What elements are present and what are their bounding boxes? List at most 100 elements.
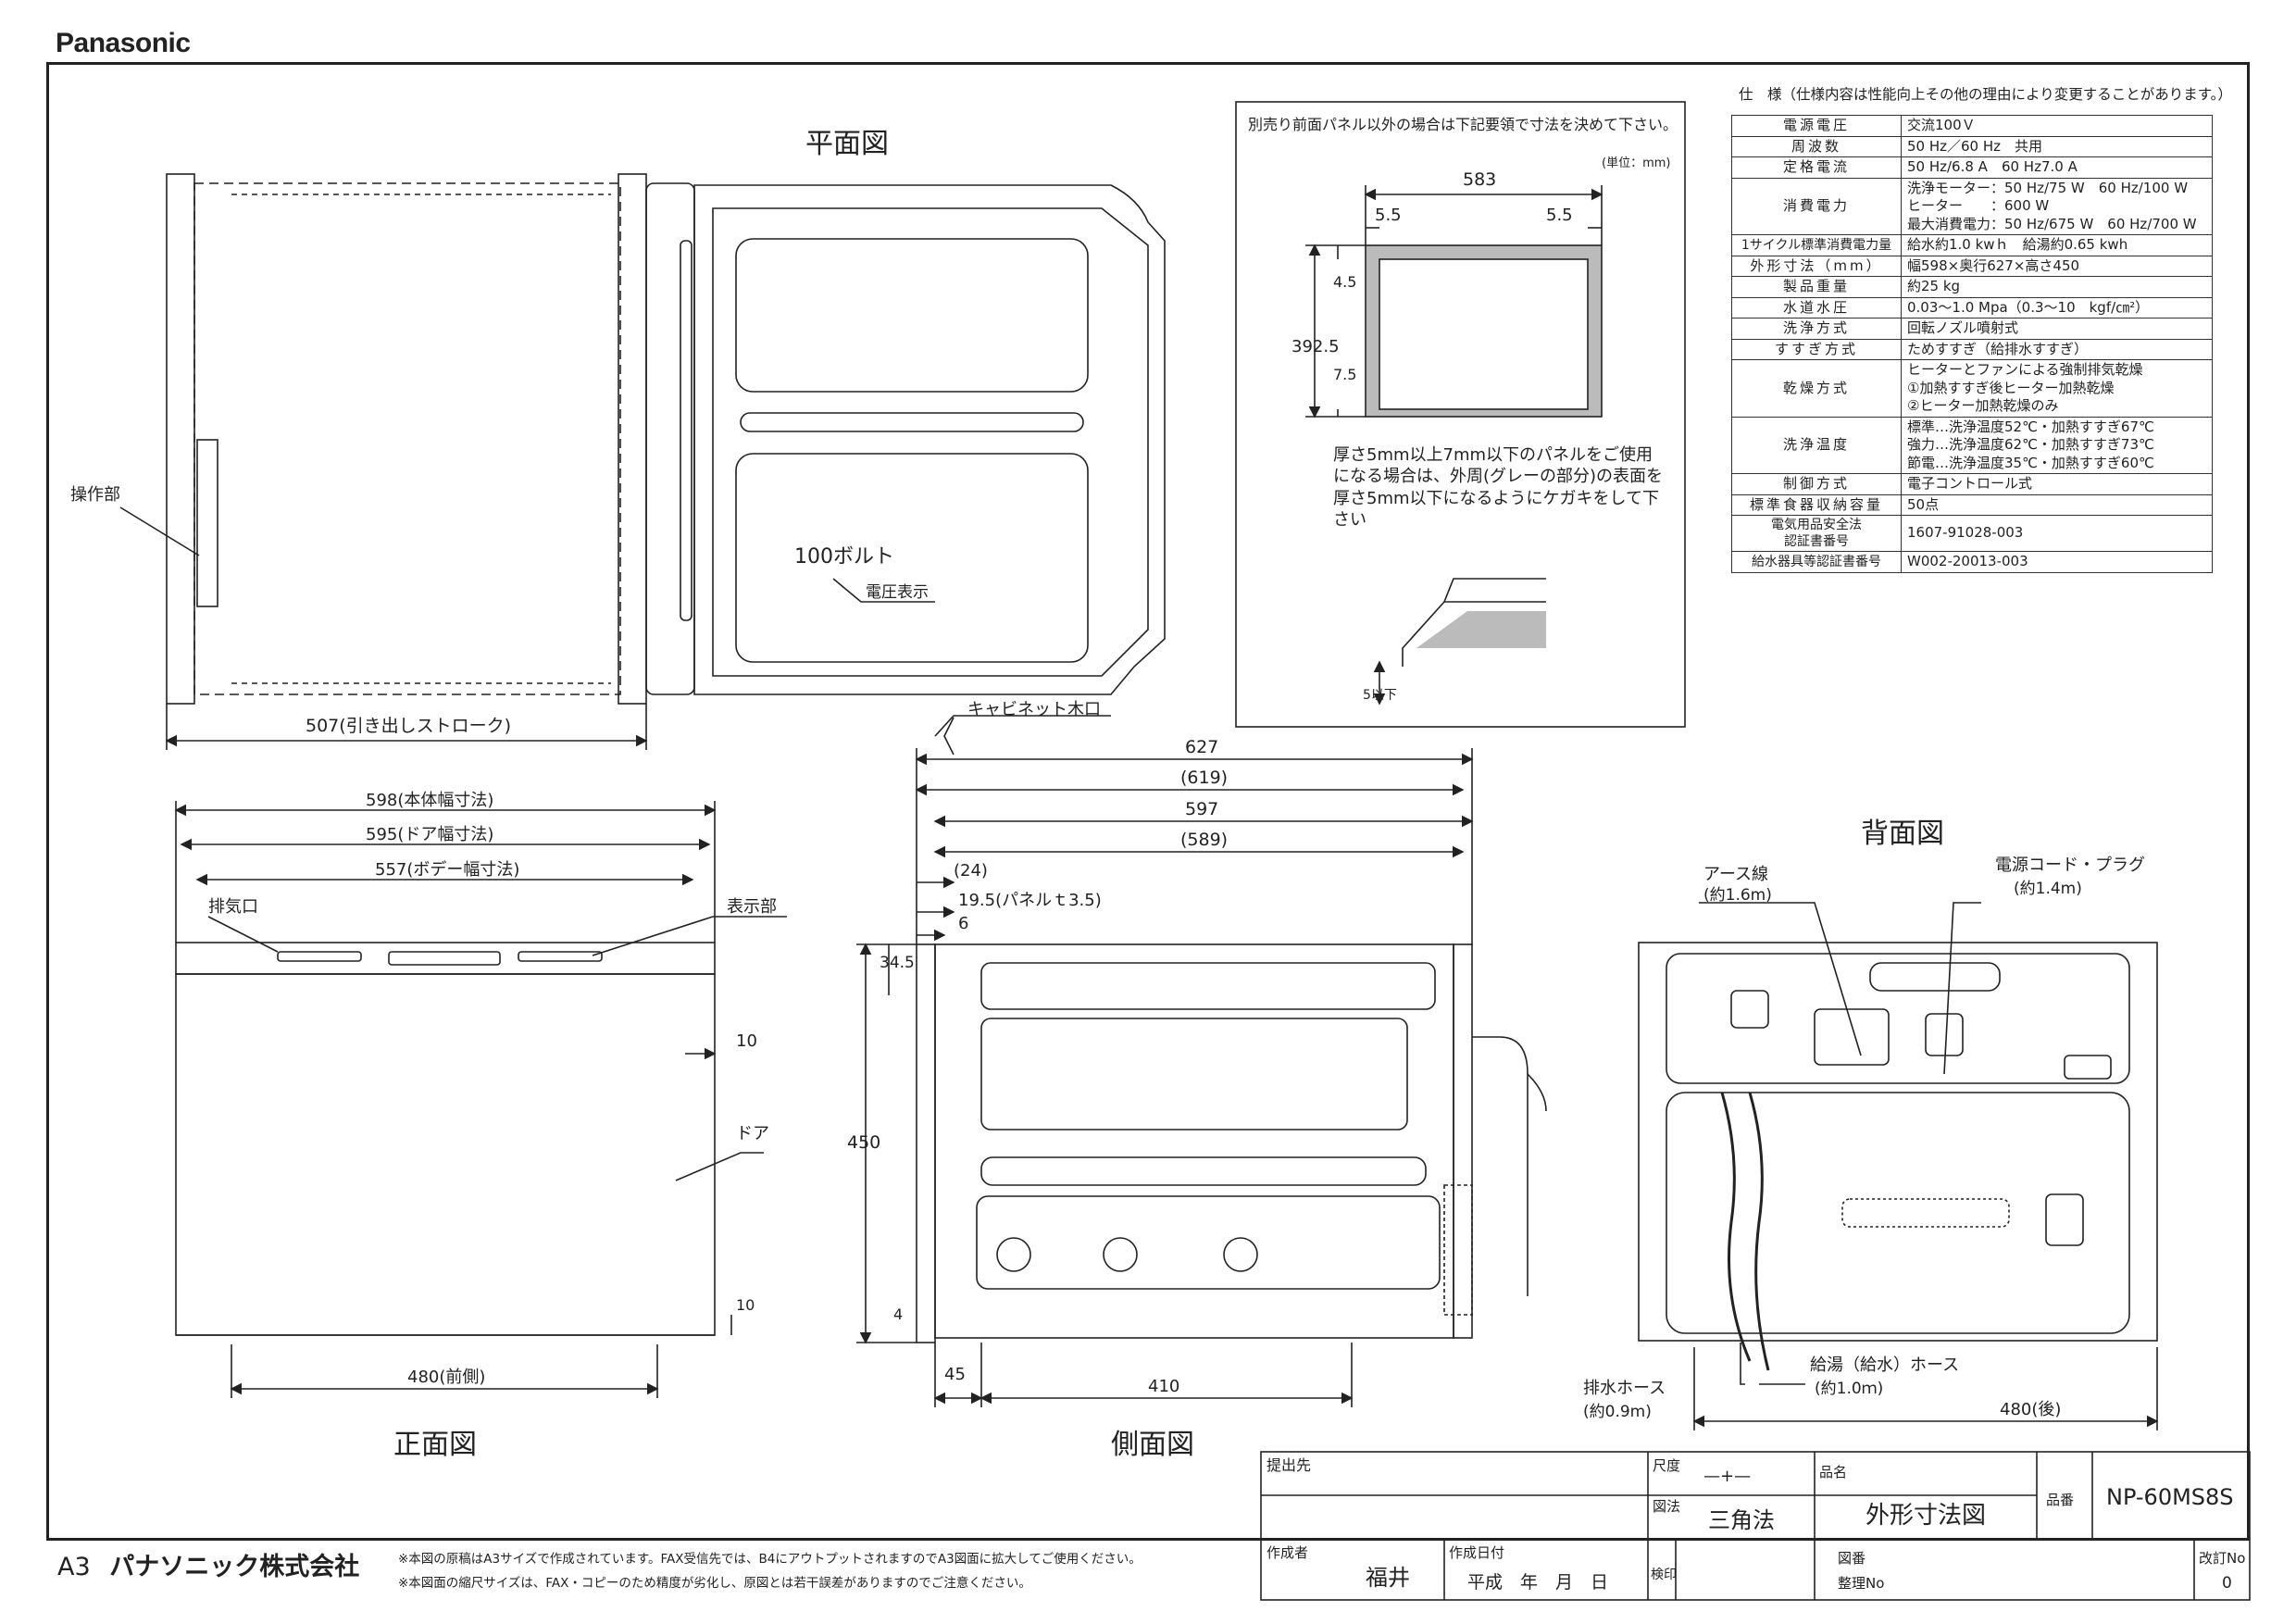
front-door	[175, 973, 716, 1336]
tb-name-label: 品名	[1819, 1464, 1847, 1480]
label-supply-len: (約1.0ｍ)	[1815, 1380, 1883, 1398]
label-supply: 給湯（給水）ホース	[1810, 1355, 1959, 1375]
panel-title: 別売り前面パネル以外の場合は下記要領で寸法を決めて下さい。	[1248, 116, 1678, 133]
label-earth-len: (約1.6m)	[1703, 886, 1772, 905]
spec-key: 消費電力	[1731, 177, 1902, 235]
view-title-back: 背面図	[1861, 818, 1944, 850]
plan-upper-rack	[735, 238, 1089, 393]
spec-value: 電子コントロール式	[1901, 473, 2213, 495]
dim-4: 4	[893, 1305, 903, 1323]
side-pump-area	[976, 1195, 1441, 1290]
spec-row: 外形寸法（mm）幅598×奥行627×高さ450	[1731, 255, 2213, 277]
dim-24: (24)	[954, 861, 988, 881]
spec-value: 50点	[1901, 493, 2213, 516]
plan-rail	[645, 182, 695, 695]
dim-45: 45	[944, 1365, 966, 1384]
spec-value: ためすすぎ（給排水すすぎ）	[1901, 338, 2213, 360]
spec-key: 洗浄温度	[1731, 416, 1902, 474]
panel-instruction-box	[1235, 101, 1686, 728]
spec-value: 給水約1.0 kwｈ 給湯約0.65 kwh	[1901, 234, 2213, 256]
tb-creator: 福井	[1366, 1565, 1410, 1591]
dim-10: 10	[736, 1031, 757, 1051]
label-door: ドア	[736, 1124, 769, 1143]
view-title-front: 正面図	[393, 1429, 477, 1461]
spec-key: 電源電圧	[1731, 115, 1902, 137]
brand-logo: Panasonic	[56, 28, 191, 58]
dim-6: 6	[958, 914, 968, 933]
panel-note: 厚さ5mm以上7mm以下のパネルをご使用になる場合は、外周(グレーの部分)の表面…	[1333, 445, 1664, 531]
spec-key: すすぎ方式	[1731, 338, 1902, 360]
dim-body-w2: 557(ボデー幅寸法)	[375, 860, 519, 880]
plan-door-panel	[166, 173, 195, 705]
plan-front-bar	[618, 173, 647, 705]
tb-check: 検印	[1651, 1568, 1677, 1582]
tb-rev: 0	[2222, 1574, 2232, 1593]
spec-row: 洗浄温度標準…洗浄温度52℃・加熱すすぎ67℃ 強力…洗浄温度62℃・加熱すすぎ…	[1731, 416, 2213, 474]
label-voltage: 100ボルト	[794, 545, 894, 568]
back-lower-frame	[1666, 1092, 2130, 1334]
spec-key: 標準食器収納容量	[1731, 493, 1902, 516]
label-cord: 電源コード・プラグ	[1995, 856, 2145, 875]
tb-drawing-no: 図番	[1838, 1550, 1866, 1567]
tb-date-label: 作成日付	[1449, 1544, 1504, 1561]
spec-key: 制御方式	[1731, 473, 1902, 495]
dim-body-width: 598(本体幅寸法)	[366, 791, 493, 810]
tb-drawing-name: 外形寸法図	[1866, 1502, 1986, 1530]
back-body	[1638, 942, 2158, 1342]
spec-title: 仕 様（仕様内容は性能向上その他の理由により変更することがあります。）	[1739, 86, 2232, 103]
spec-row: すすぎ方式ためすすぎ（給排水すすぎ）	[1731, 338, 2213, 360]
dim-619: (619)	[1180, 768, 1228, 788]
label-cord-len: (約1.4m)	[2014, 880, 2082, 898]
tb-method-label: 図法	[1653, 1498, 1680, 1515]
dim-627: 627	[1185, 737, 1218, 757]
label-cabinet: キャビネット木口	[967, 700, 1101, 719]
dim-rear-480: 480(後)	[2000, 1400, 2061, 1419]
spec-key: 乾燥方式	[1731, 359, 1902, 418]
spec-value: 1607-91028-003	[1901, 514, 2213, 553]
tb-scale-val: —+—	[1703, 1467, 1751, 1486]
dim-450: 450	[847, 1132, 880, 1153]
tb-scale: 尺度	[1653, 1457, 1680, 1474]
dim-10b: 10	[736, 1296, 755, 1314]
label-display: 表示部	[727, 897, 777, 917]
spec-key: 定格電流	[1731, 156, 1902, 179]
panel-dim-55b: 5.5	[1546, 206, 1573, 225]
footer-company-name: パナソニック株式会社	[109, 1553, 360, 1581]
spec-value: W002-20013-003	[1901, 551, 2213, 573]
label-earth: アース線	[1703, 865, 1768, 884]
dim-door-width: 595(ドア幅寸法)	[366, 825, 493, 844]
footer-size: A3	[57, 1553, 91, 1581]
spec-value: ヒーターとファンによる強制排気乾燥 ①加熱すすぎ後ヒーター加熱乾燥 ②ヒーター加…	[1901, 359, 2213, 418]
panel-dim-583: 583	[1463, 169, 1496, 190]
plan-control-panel	[196, 439, 218, 607]
spec-key: 1サイクル標準消費電力量	[1731, 234, 1902, 256]
label-control: 操作部	[70, 485, 120, 505]
label-drain-len: (約0.9m)	[1583, 1403, 1652, 1421]
dim-stroke: 507(引き出しストローク)	[306, 716, 511, 736]
spec-key: 水道水圧	[1731, 296, 1902, 319]
panel-dim-55a: 5.5	[1375, 206, 1402, 225]
front-top-panel	[175, 942, 716, 975]
dim-597: 597	[1185, 799, 1218, 819]
spec-row: 制御方式電子コントロール式	[1731, 473, 2213, 495]
spec-row: 電源電圧交流100Ｖ	[1731, 115, 2213, 137]
view-title-side: 側面図	[1111, 1429, 1194, 1461]
spec-key: 洗浄方式	[1731, 318, 1902, 340]
dim-410: 410	[1148, 1377, 1179, 1396]
side-body	[934, 943, 1454, 1339]
spec-value: 50 Hz/6.8 A 60 Hz7.0 A	[1901, 156, 2213, 179]
label-exhaust: 排気口	[208, 897, 258, 917]
tb-part: NP-60MS8S	[2106, 1484, 2234, 1510]
footer-note-1: ※本図の原稿はA3サイズで作成されています。FAX受信先では、B4にアウトプット…	[398, 1552, 1142, 1567]
plan-tub-outline	[693, 184, 1166, 695]
title-block	[1260, 1451, 2251, 1601]
view-title-plan: 平面図	[805, 128, 889, 160]
